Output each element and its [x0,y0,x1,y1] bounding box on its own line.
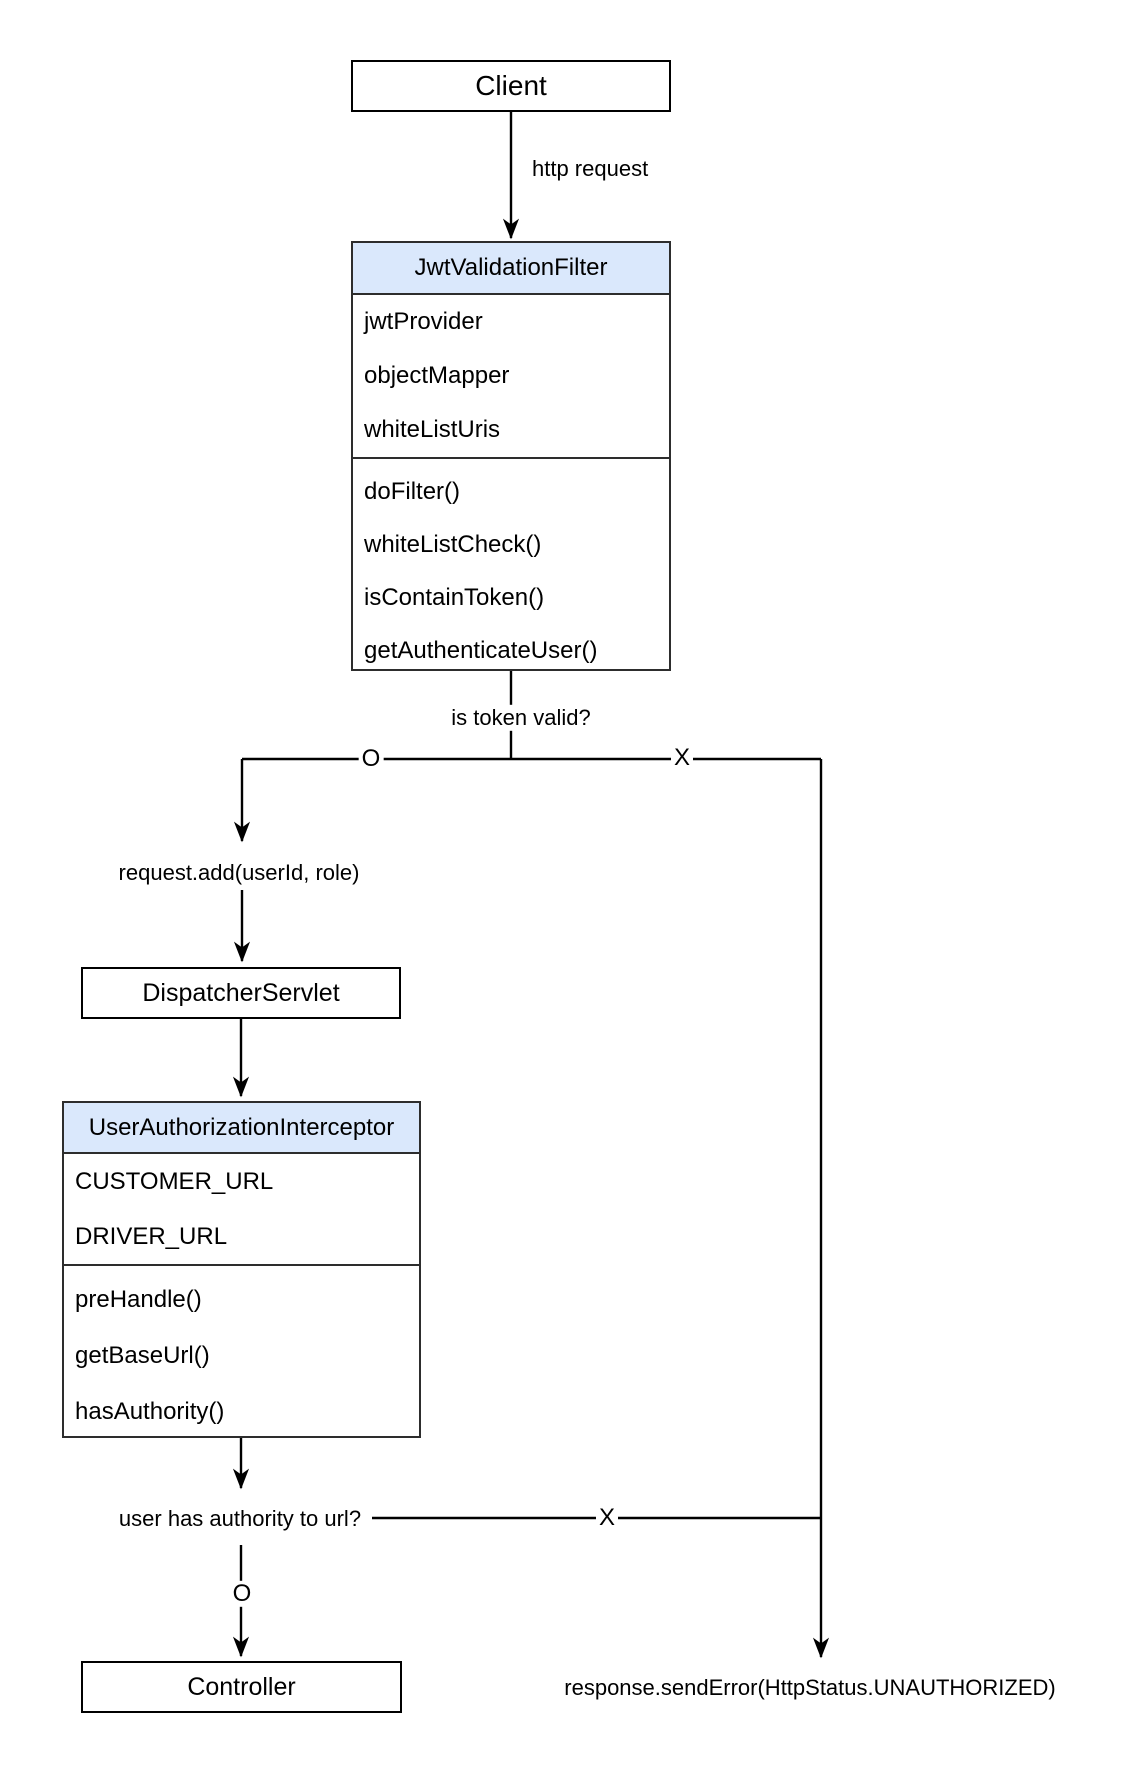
class-method: isContainToken() [364,583,545,611]
class-attribute: jwtProvider [364,308,483,335]
send-error-edge-label: response.sendError(HttpStatus.UNAUTHORIZ… [564,1674,1056,1702]
user-authorization-interceptor-node: UserAuthorizationInterceptor CUSTOMER_UR… [62,1101,421,1438]
class-attribute: DRIVER_URL [75,1222,228,1250]
class-section-divider [353,457,669,459]
client-node-label: Client [475,70,547,101]
class-attribute: CUSTOMER_URL [75,1167,274,1195]
authority-success-mark: O [229,1580,255,1608]
class-attribute: objectMapper [364,362,510,389]
class-method: hasAuthority() [75,1398,225,1425]
client-node: Client [351,60,671,112]
class-method: getAuthenticateUser() [364,636,598,664]
authority-fail-mark: X [595,1504,619,1532]
class-method: doFilter() [364,477,461,505]
request-add-edge-label: request.add(userId, role) [118,859,360,887]
controller-node: Controller [81,1661,402,1713]
interceptor-methods-section: preHandle() getBaseUrl() hasAuthority() [64,1266,419,1436]
jwt-attributes-section: jwtProvider objectMapper whiteListUris [353,295,669,457]
user-authorization-interceptor-title: UserAuthorizationInterceptor [64,1103,419,1154]
jwt-validation-filter-title: JwtValidationFilter [353,243,669,295]
dispatcher-servlet-label: DispatcherServlet [142,978,340,1007]
interceptor-attributes-section: CUSTOMER_URL DRIVER_URL [64,1154,419,1264]
token-valid-fail-mark: X [670,744,694,772]
class-attribute: whiteListUris [364,416,501,443]
user-has-authority-edge-label: user has authority to url? [118,1505,362,1533]
jwt-validation-filter-node: JwtValidationFilter jwtProvider objectMa… [351,241,671,671]
class-section-divider [64,1264,419,1266]
class-method: whiteListCheck() [364,530,542,558]
is-token-valid-edge-label: is token valid? [451,704,591,732]
dispatcher-servlet-node: DispatcherServlet [81,967,401,1019]
jwt-methods-section: doFilter() whiteListCheck() isContainTok… [353,459,669,669]
http-request-edge-label: http request [532,155,649,183]
class-method: getBaseUrl() [75,1342,210,1369]
token-valid-success-mark: O [358,745,384,773]
class-method: preHandle() [75,1286,202,1313]
controller-label: Controller [187,1672,296,1701]
